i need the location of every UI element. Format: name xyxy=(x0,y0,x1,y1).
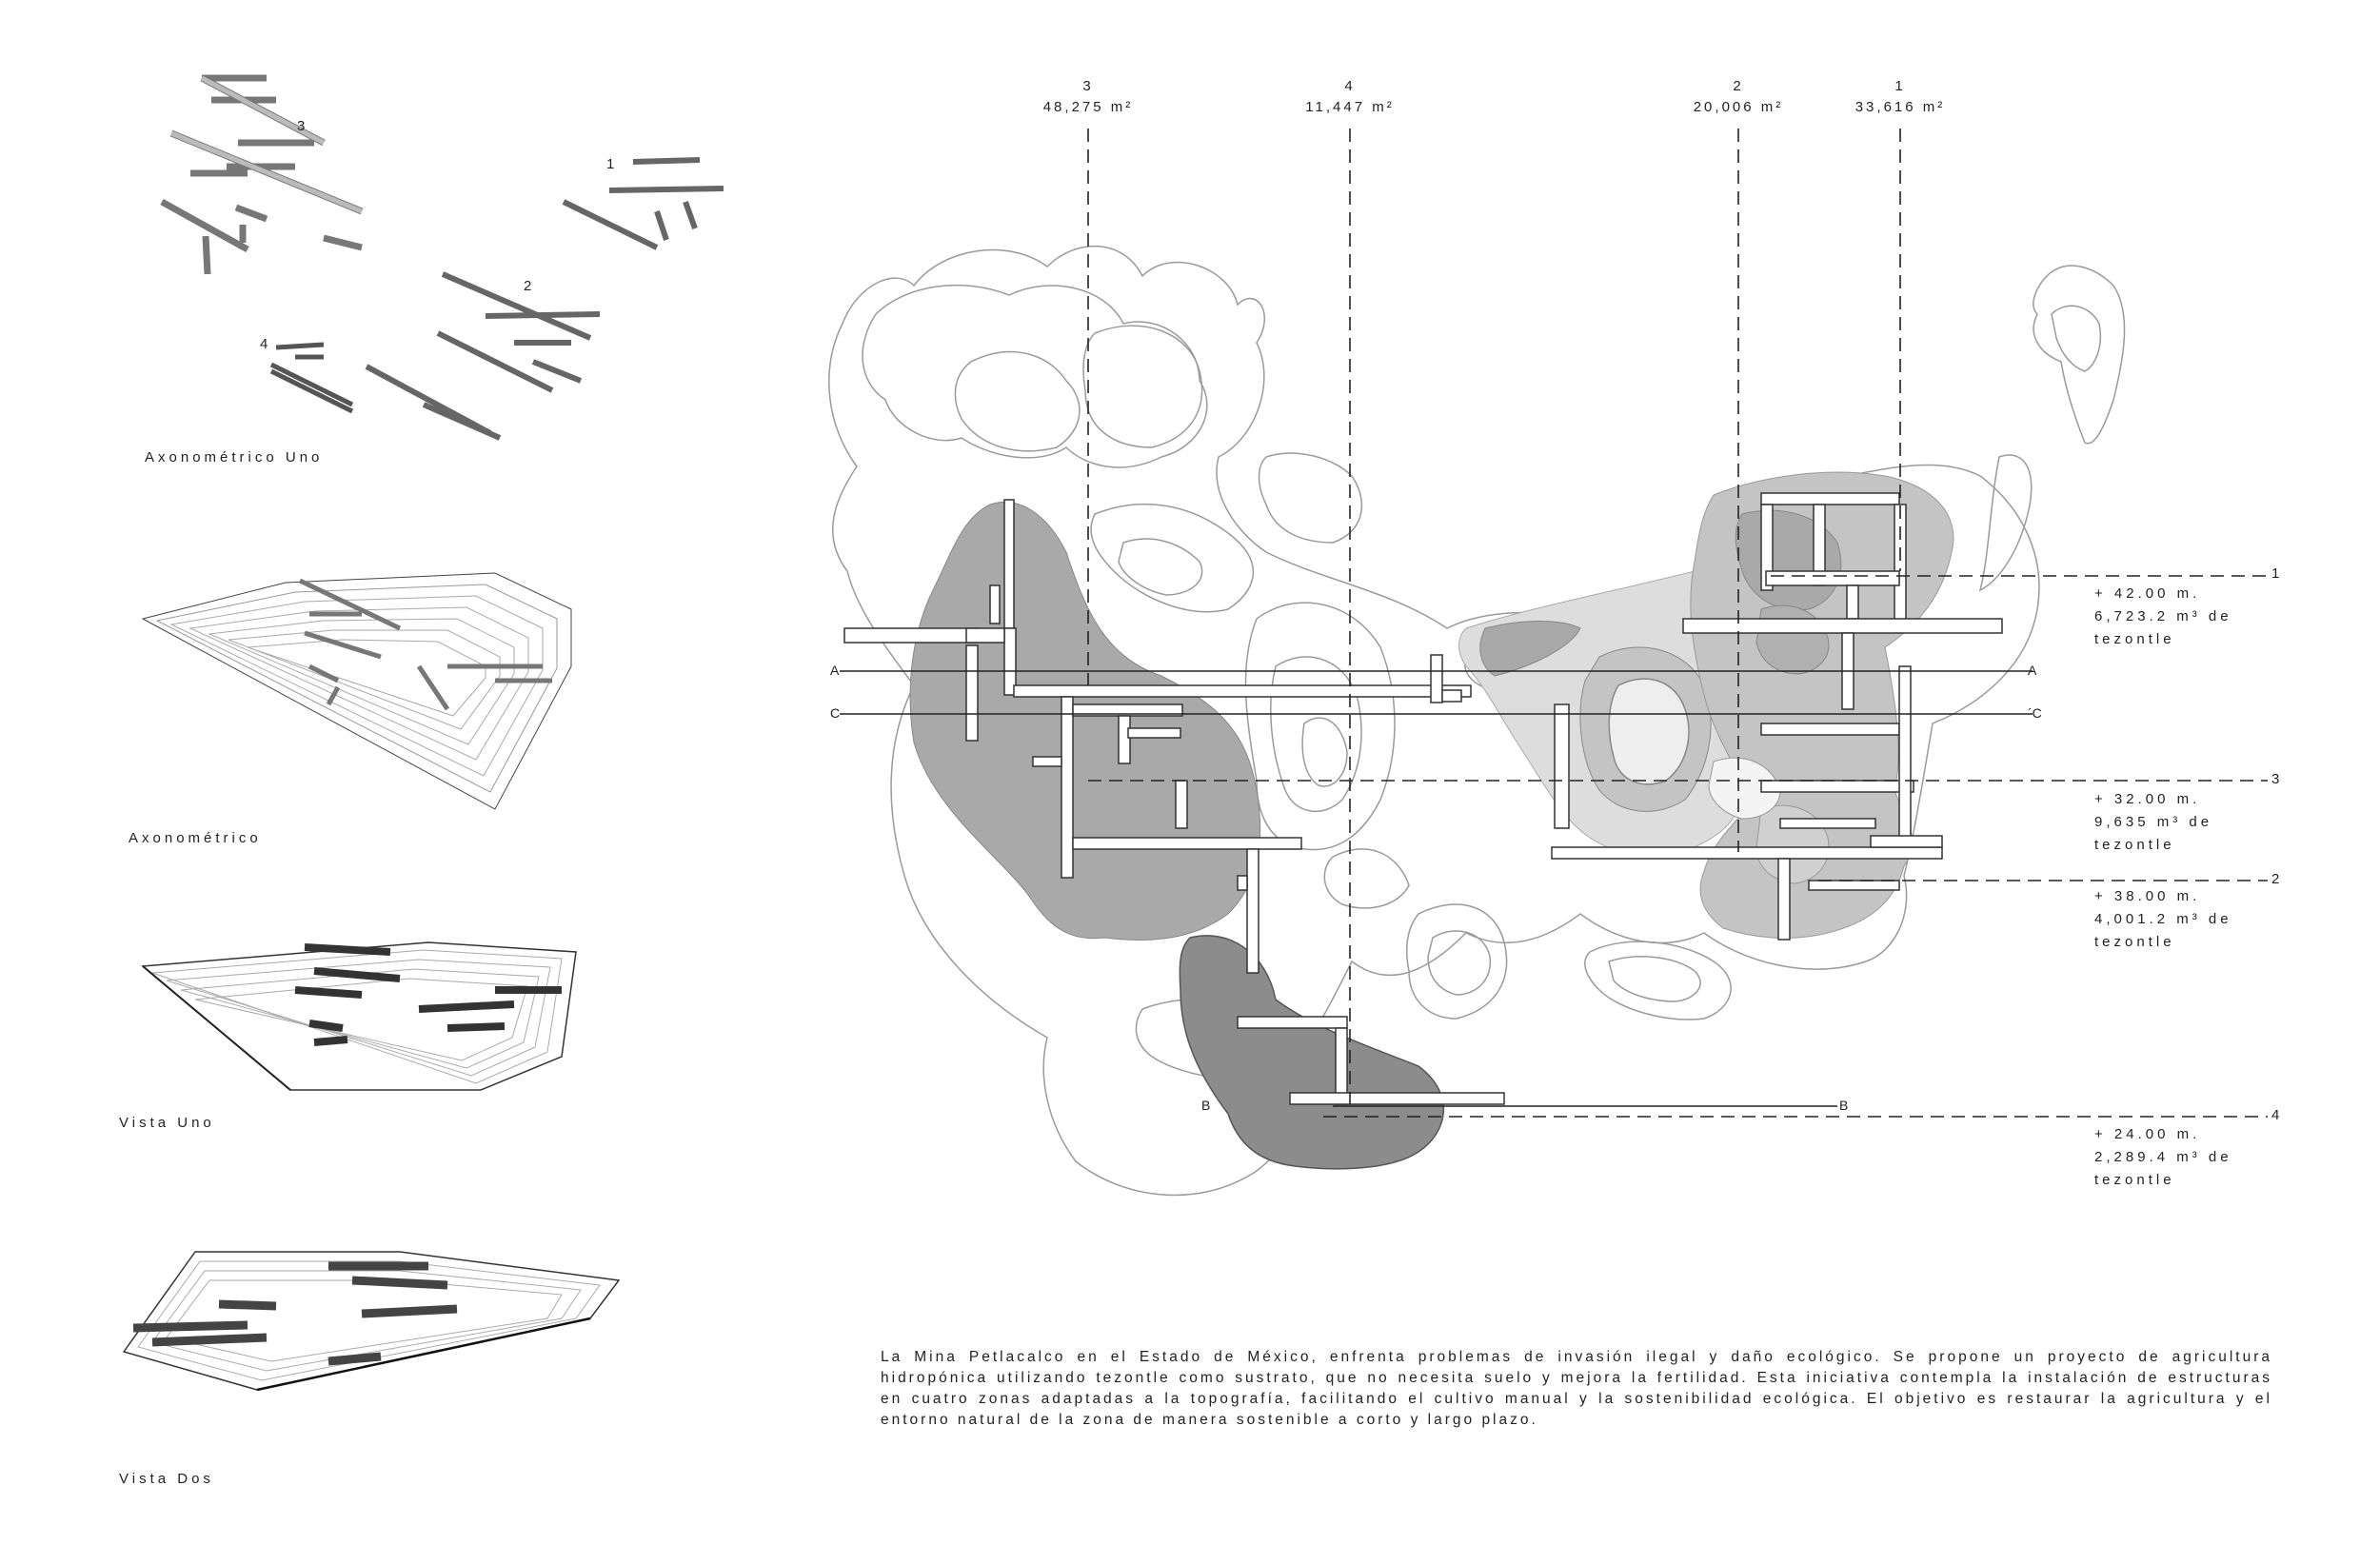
section-c-left: C xyxy=(830,705,841,721)
zone-3-area xyxy=(909,501,1261,941)
zone-leader-lines xyxy=(1087,129,2268,1118)
zone-number: 4 xyxy=(1344,78,1356,94)
project-description: La Mina Petlacalco en el Estado de Méxic… xyxy=(881,1349,2272,1428)
zone-top-label-4: 4 11,447 m² xyxy=(1274,76,1426,118)
site-plan-structures xyxy=(843,492,2003,1105)
zone-number: 2 xyxy=(1733,78,1744,94)
zone-top-label-3: 3 48,275 m² xyxy=(1012,76,1164,118)
axonometric-uno-drawing xyxy=(160,74,724,441)
zone-top-label-1: 1 33,616 m² xyxy=(1824,76,1976,118)
level-info-1: + 42.00 m. 6,723.2 m³ de tezontle xyxy=(2094,585,2232,647)
level-number-3: 3 xyxy=(2271,771,2280,787)
level-number-2: 2 xyxy=(2271,871,2280,887)
zone-area: 33,616 m² xyxy=(1854,99,1946,115)
section-b-right: B xyxy=(1839,1098,1849,1113)
zone-area: 11,447 m² xyxy=(1305,99,1395,115)
axon-label-1: 1 xyxy=(606,156,615,172)
axon-label-4: 4 xyxy=(260,336,268,352)
level-info-4: + 24.00 m. 2,289.4 m³ de tezontle xyxy=(2094,1126,2232,1188)
section-a-left: A xyxy=(830,663,840,678)
level-number-4: 4 xyxy=(2271,1107,2280,1123)
section-c-right: ´C xyxy=(2028,705,2042,721)
caption-vista-uno: Vista Uno xyxy=(119,1115,215,1131)
section-b-left: B xyxy=(1201,1098,1211,1113)
level-info-2: + 38.00 m. 4,001.2 m³ de tezontle xyxy=(2094,888,2232,950)
zone-area: 48,275 m² xyxy=(1042,99,1134,115)
zone-4-area xyxy=(1179,935,1444,1170)
zone-top-label-2: 2 20,006 m² xyxy=(1662,76,1815,118)
section-lines xyxy=(840,670,2033,1107)
caption-axonometrico-uno: Axonométrico Uno xyxy=(145,449,324,465)
caption-vista-dos: Vista Dos xyxy=(119,1471,214,1487)
zone-number: 3 xyxy=(1082,78,1094,94)
level-info-3: + 32.00 m. 9,635 m³ de tezontle xyxy=(2094,791,2213,853)
axon-label-3: 3 xyxy=(297,118,306,134)
vista-dos-drawing xyxy=(122,1251,621,1392)
axon-label-2: 2 xyxy=(524,278,532,294)
section-a-right: A xyxy=(2028,663,2037,678)
axonometric-terrain-drawing xyxy=(141,572,572,810)
caption-axonometrico: Axonométrico xyxy=(129,830,262,846)
vista-uno-drawing xyxy=(141,941,577,1091)
zone-number: 1 xyxy=(1894,78,1906,94)
level-number-1: 1 xyxy=(2271,565,2280,582)
zone-area: 20,006 m² xyxy=(1693,99,1784,115)
